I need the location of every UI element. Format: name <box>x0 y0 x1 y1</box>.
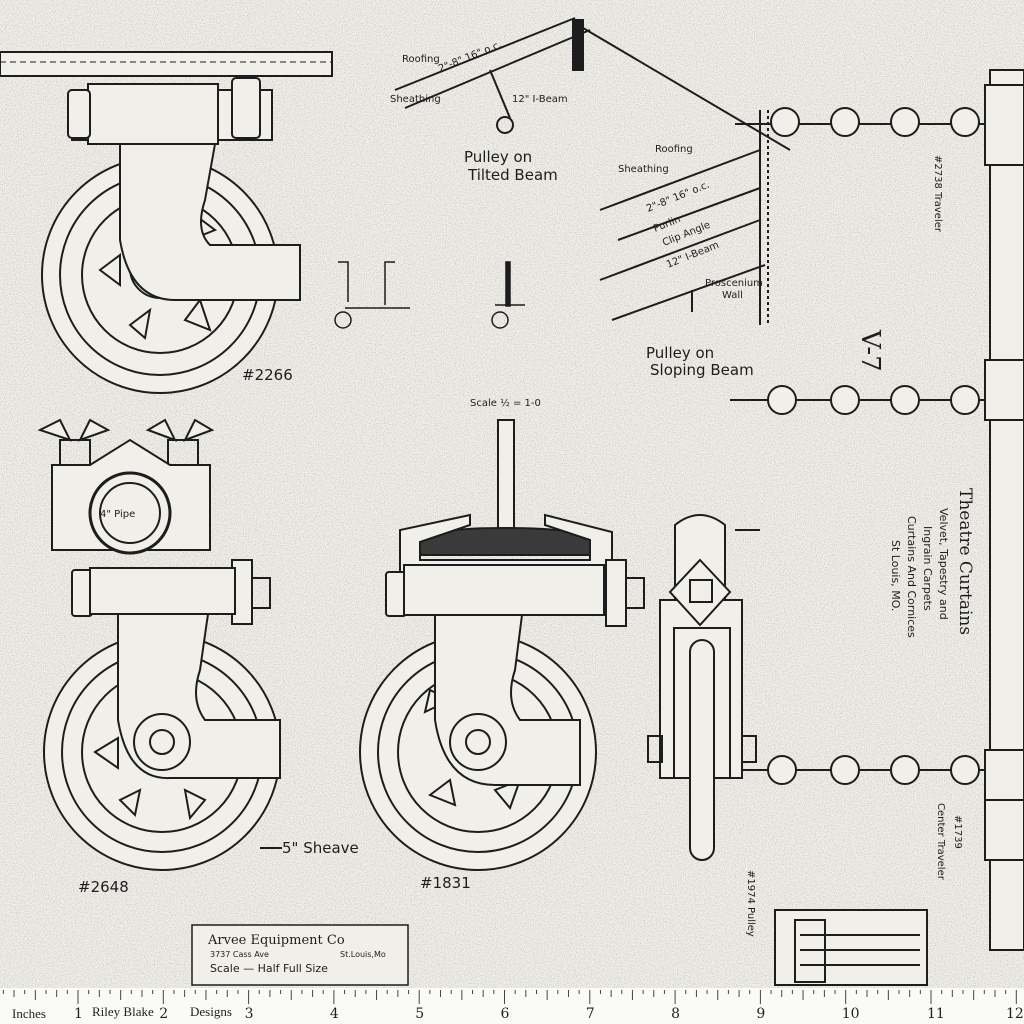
pipe-label: 4" Pipe <box>100 509 135 520</box>
caster-2266 <box>0 51 333 394</box>
ruler-number: 12 <box>1006 1006 1024 1022</box>
bottom-bracket <box>774 909 928 986</box>
ruler-number: 4 <box>330 1006 339 1022</box>
ruler-number: 6 <box>501 1006 510 1022</box>
ruler-number: 8 <box>671 1006 680 1022</box>
center-traveler-label-1: #1739 <box>952 815 963 849</box>
titleblock-name: Arvee Equipment Co <box>207 933 345 948</box>
pulley-tilted-label-1: Pulley on <box>464 148 532 166</box>
chain-bottom <box>728 755 990 785</box>
company-line-3: Curtains And Cornices <box>905 516 918 638</box>
ruler-number: 10 <box>842 1006 860 1022</box>
proscenium-label-2: Wall <box>722 290 743 301</box>
pulley-tilted-label-2: Tilted Beam <box>467 166 558 184</box>
ruler-brand-2: Designs <box>190 1004 232 1019</box>
proscenium-label-1: Proscenium <box>705 278 763 289</box>
ruler-number: 7 <box>586 1006 595 1022</box>
pulley-sloping-label-2: Sloping Beam <box>650 361 754 379</box>
ruler-number: 9 <box>756 1006 765 1022</box>
company-title: Theatre Curtains <box>955 488 975 635</box>
titleblock-scale: Scale — Half Full Size <box>210 962 328 975</box>
ruler-number: 3 <box>245 1006 254 1022</box>
ruler-number: 2 <box>159 1006 168 1022</box>
chain-middle <box>730 385 990 415</box>
ruler-number: 5 <box>415 1006 424 1022</box>
ruler-brand-1: Riley Blake <box>92 1004 154 1019</box>
company-line-2: Ingrain Carpets <box>921 526 934 611</box>
pulley-1974 <box>647 514 760 861</box>
roofing-label-2: Roofing <box>655 144 693 155</box>
part-2266-label: #2266 <box>242 366 293 384</box>
part-2648-label: #2648 <box>78 878 129 896</box>
pulley-sloping-label-1: Pulley on <box>646 344 714 362</box>
sheathing-label-1: Sheathing <box>390 94 441 105</box>
part-1974-label: #1974 Pulley <box>745 870 756 937</box>
traveler-track <box>984 69 1024 951</box>
v7-label: V-7 <box>855 329 885 372</box>
titleblock-address-left: 3737 Cass Ave <box>210 950 269 959</box>
tilted-beam-detail <box>394 17 791 151</box>
ruler-number: 1 <box>74 1006 83 1022</box>
roofing-label-1: Roofing <box>402 54 440 65</box>
traveler-2738-label: #2738 Traveler <box>932 155 943 233</box>
scale-label: Scale ½ = 1-0 <box>470 397 541 409</box>
caster-2648 <box>37 418 282 871</box>
caster-1831 <box>359 419 645 871</box>
company-line-4: St Louis, MO. <box>889 540 902 611</box>
sloping-beam-detail <box>599 110 769 325</box>
title-block <box>191 924 409 986</box>
sheathing-label-2: Sheathing <box>618 164 669 175</box>
ibeam-label-1: 12" I-Beam <box>512 94 568 105</box>
center-traveler-label-2: Center Traveler <box>935 803 946 881</box>
small-hangers <box>334 261 525 329</box>
sheave-label: 5" Sheave <box>282 839 359 857</box>
part-1831-label: #1831 <box>420 874 471 892</box>
titleblock-address-right: St.Louis,Mo <box>340 950 386 959</box>
ruler-number: 11 <box>927 1006 945 1022</box>
ruler-unit-label: Inches <box>12 1006 46 1021</box>
company-line-1: Velvet, Tapestry and <box>937 508 950 620</box>
chain-top <box>735 107 990 137</box>
